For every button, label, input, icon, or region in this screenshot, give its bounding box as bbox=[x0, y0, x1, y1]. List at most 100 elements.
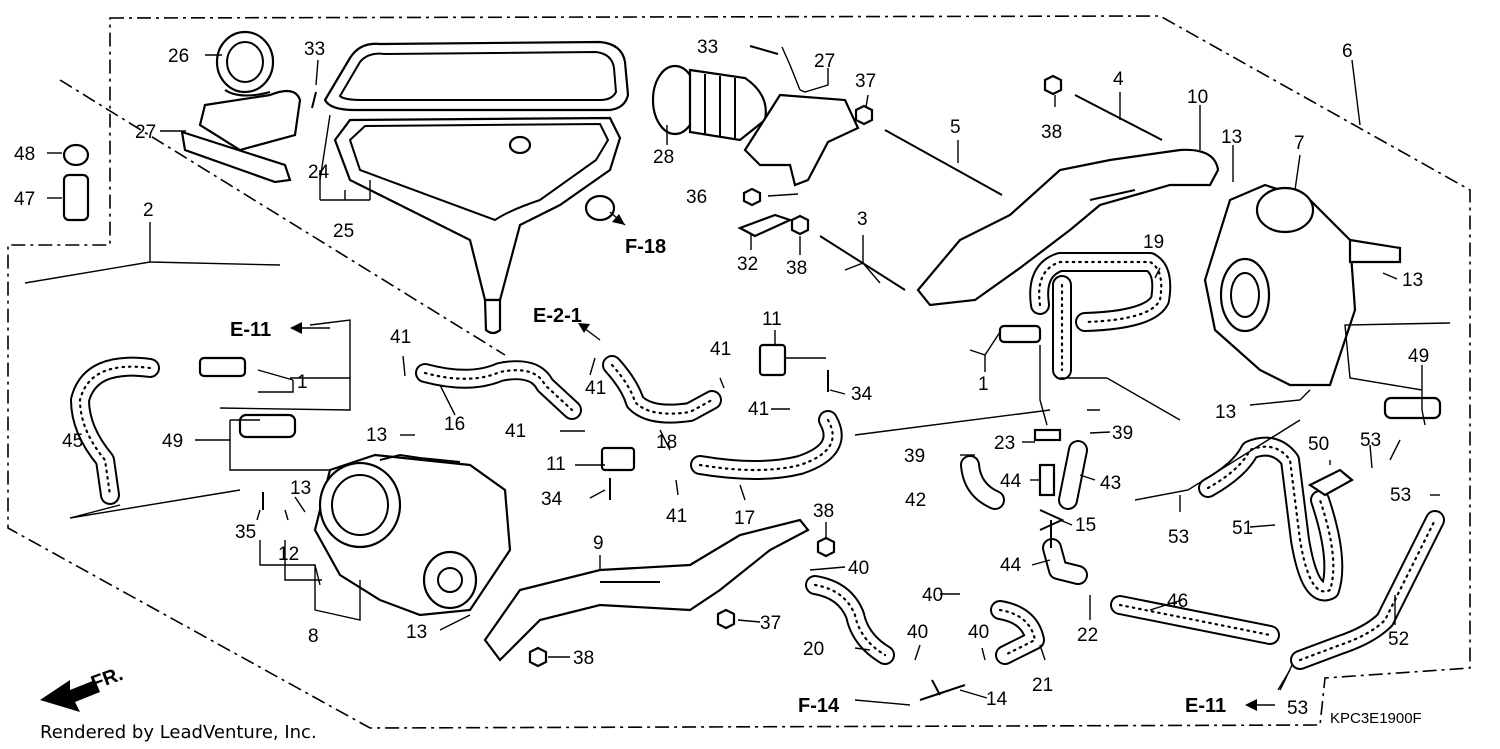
leader-lines bbox=[24, 46, 1451, 699]
reference-arrows bbox=[290, 211, 1291, 711]
hose-16[interactable] bbox=[415, 360, 582, 420]
callout-46: 46 bbox=[1167, 591, 1188, 612]
clip-48[interactable] bbox=[62, 143, 90, 167]
callout-33: 33 bbox=[304, 39, 325, 60]
bolt-33-left[interactable] bbox=[311, 91, 317, 109]
stud-bolt-5[interactable] bbox=[884, 129, 1003, 196]
callout-12: 12 bbox=[278, 544, 299, 565]
callout-36: 36 bbox=[686, 187, 707, 208]
callout-34: 34 bbox=[851, 384, 873, 405]
nut-36[interactable] bbox=[742, 187, 762, 207]
joint-plate-27-right[interactable] bbox=[743, 93, 860, 187]
callout-1: 1 bbox=[297, 372, 308, 393]
ref-f14[interactable]: F-14 bbox=[798, 695, 840, 717]
callout-40: 40 bbox=[968, 622, 989, 643]
joint-23[interactable] bbox=[1033, 428, 1062, 442]
air-duct-26[interactable] bbox=[198, 30, 302, 152]
joint-11-bottom[interactable] bbox=[600, 446, 636, 472]
callout-13: 13 bbox=[406, 622, 427, 643]
callout-41: 41 bbox=[390, 327, 411, 348]
footer-credit: Rendered by LeadVenture, Inc. bbox=[40, 722, 317, 743]
hose-51[interactable] bbox=[1198, 436, 1344, 602]
valve-49-left[interactable] bbox=[238, 413, 297, 439]
hose-52[interactable] bbox=[1290, 510, 1445, 670]
ref-f18[interactable]: F-18 bbox=[625, 236, 666, 258]
hose-21[interactable] bbox=[990, 600, 1045, 665]
tube-47[interactable] bbox=[62, 173, 90, 222]
joint-14[interactable] bbox=[919, 679, 966, 701]
callout-11: 11 bbox=[546, 454, 566, 475]
nut-37-bottom[interactable] bbox=[716, 608, 736, 630]
bolt-33-top[interactable] bbox=[749, 45, 779, 55]
callout-33: 33 bbox=[697, 37, 718, 58]
callout-25: 25 bbox=[333, 221, 354, 242]
diagram-code: KPC3E1900F bbox=[1330, 710, 1422, 727]
air-cleaner-case[interactable] bbox=[323, 40, 630, 335]
callout-41: 41 bbox=[505, 421, 526, 442]
callout-27: 27 bbox=[814, 51, 835, 72]
carburetor-8[interactable] bbox=[313, 453, 512, 617]
callout-41: 41 bbox=[748, 399, 769, 420]
callout-51: 51 bbox=[1232, 518, 1253, 539]
callout-14: 14 bbox=[986, 689, 1008, 710]
nut-38-right[interactable] bbox=[816, 536, 836, 558]
nut-38-mid[interactable] bbox=[790, 214, 810, 236]
hose-17[interactable] bbox=[690, 410, 843, 480]
nut-37-top[interactable] bbox=[854, 104, 874, 126]
nut-38-bottom[interactable] bbox=[528, 646, 548, 668]
valve-49-right[interactable] bbox=[1383, 396, 1442, 420]
drain-plug-1-left[interactable] bbox=[198, 356, 247, 378]
callout-7: 7 bbox=[1294, 133, 1305, 154]
callout-20: 20 bbox=[803, 639, 824, 660]
hose-20[interactable] bbox=[805, 575, 895, 665]
callout-53: 53 bbox=[1360, 430, 1381, 451]
callout-5: 5 bbox=[950, 117, 961, 138]
joint-plate-27-left[interactable] bbox=[180, 130, 292, 184]
hose-43[interactable] bbox=[1058, 440, 1088, 510]
callout-47: 47 bbox=[14, 189, 35, 210]
callout-27: 27 bbox=[135, 122, 156, 143]
callout-13: 13 bbox=[366, 425, 387, 446]
hose-44-upper[interactable] bbox=[1038, 463, 1056, 497]
hose-46[interactable] bbox=[1110, 595, 1280, 645]
stud-bolt-4[interactable] bbox=[1074, 94, 1163, 141]
carburetor-7[interactable] bbox=[1203, 183, 1402, 387]
washer-32[interactable] bbox=[737, 213, 793, 238]
callout-44: 44 bbox=[1000, 471, 1022, 492]
callout-38: 38 bbox=[1041, 122, 1062, 143]
callout-32: 32 bbox=[737, 254, 758, 275]
callout-24: 24 bbox=[308, 162, 330, 183]
clip-50[interactable] bbox=[1307, 468, 1354, 497]
callout-41: 41 bbox=[585, 378, 606, 399]
ref-e11-bottom[interactable]: E-11 bbox=[1185, 695, 1226, 717]
assembly-boundary bbox=[7, 15, 1471, 729]
callout-2: 2 bbox=[143, 200, 154, 221]
callout-18: 18 bbox=[656, 432, 677, 453]
callout-34: 34 bbox=[541, 489, 563, 510]
callout-4: 4 bbox=[1113, 69, 1124, 90]
bracket-9[interactable] bbox=[483, 518, 810, 662]
nut-38-top[interactable] bbox=[1043, 74, 1063, 96]
ref-e11-top[interactable]: E-11 bbox=[230, 319, 271, 341]
connecting-tube-28[interactable] bbox=[651, 64, 767, 142]
callout-13: 13 bbox=[290, 478, 311, 499]
callout-11: 11 bbox=[762, 309, 782, 330]
drain-plug-1-right[interactable] bbox=[998, 324, 1042, 344]
ref-e21[interactable]: E-2-1 bbox=[533, 305, 582, 327]
callout-22: 22 bbox=[1077, 625, 1098, 646]
hose-18[interactable] bbox=[602, 355, 722, 424]
callout-labels: 33 26 27 48 47 2 24 25 28 33 27 37 36 32… bbox=[14, 37, 1429, 719]
callout-53: 53 bbox=[1168, 527, 1189, 548]
bracket-10[interactable] bbox=[916, 148, 1220, 307]
hose-19[interactable] bbox=[1029, 252, 1172, 380]
joint-11-top[interactable] bbox=[758, 343, 787, 377]
joint-15[interactable] bbox=[1039, 509, 1065, 548]
callout-1: 1 bbox=[978, 374, 989, 395]
hose-42[interactable] bbox=[960, 455, 1005, 510]
callout-40: 40 bbox=[922, 585, 943, 606]
callout-13: 13 bbox=[1215, 402, 1236, 423]
callout-23: 23 bbox=[994, 433, 1015, 454]
hose-44-lower[interactable] bbox=[1042, 538, 1088, 585]
hose-45[interactable] bbox=[70, 356, 160, 505]
